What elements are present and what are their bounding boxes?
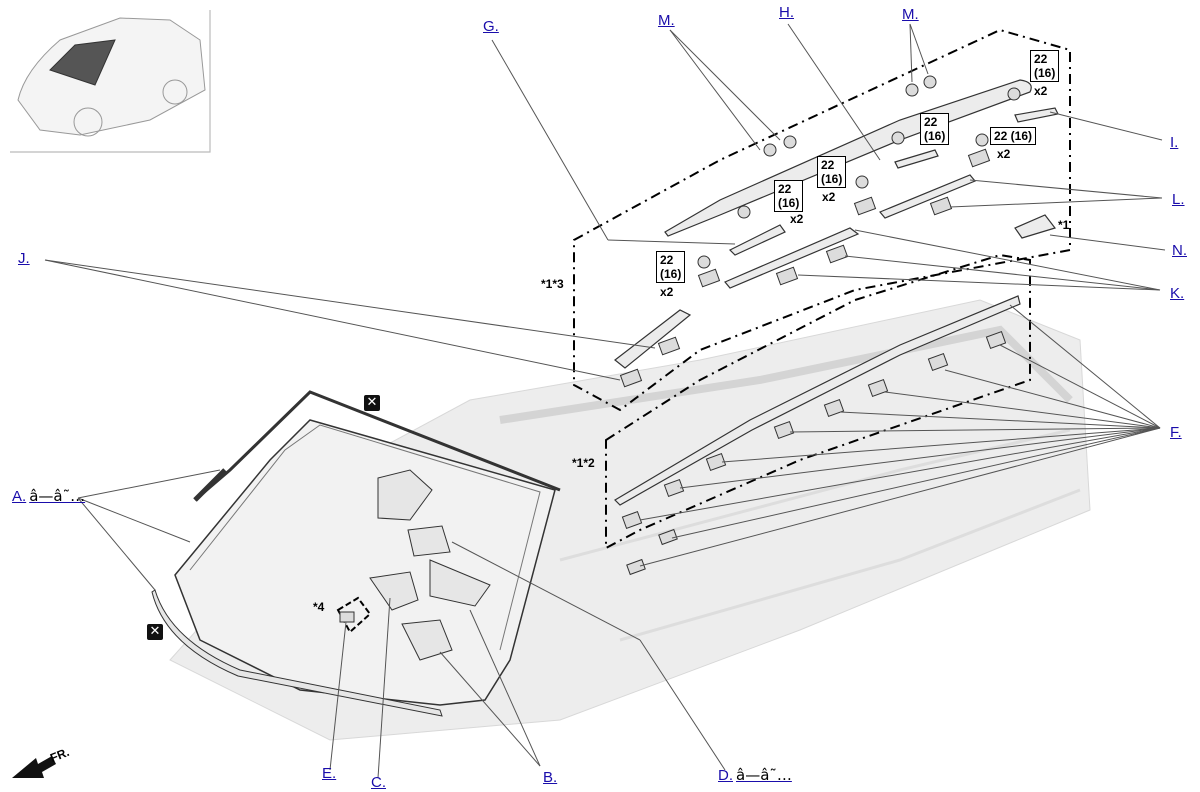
torque-box: 22 (16) — [774, 180, 804, 212]
vehicle-thumbnail — [10, 10, 211, 153]
label-e[interactable]: E. — [322, 765, 337, 782]
label-a-text[interactable]: A. — [12, 488, 27, 505]
note-1-2: *1*2 — [572, 456, 595, 470]
note-1-3: *1*3 — [541, 277, 564, 291]
label-j[interactable]: J. — [18, 250, 30, 267]
clips — [619, 75, 1021, 576]
group-outline-lower — [605, 253, 1031, 550]
torque-box: 22 (16) — [656, 251, 686, 283]
torque-box: 22 (16) — [817, 156, 847, 188]
quantity-label: x2 — [790, 212, 804, 226]
label-a-suffix: â—â˜… — [29, 487, 86, 505]
note-4: *4 — [313, 600, 325, 614]
quantity-label: x2 — [660, 285, 674, 299]
label-d-suffix: â—â˜… — [736, 766, 792, 784]
torque-box: 22 (16) — [920, 113, 950, 145]
label-c[interactable]: C. — [371, 774, 386, 791]
label-d-text[interactable]: D. — [718, 767, 733, 784]
label-k[interactable]: K. — [1170, 285, 1185, 302]
front-arrow-icon — [12, 756, 56, 778]
label-l[interactable]: L. — [1172, 191, 1185, 208]
torque-box: 22 (16) — [1030, 50, 1060, 82]
label-h[interactable]: H. — [779, 4, 794, 21]
label-b[interactable]: B. — [543, 769, 558, 786]
label-d[interactable]: D.â—â˜… — [718, 766, 792, 785]
quantity-label: x2 — [997, 147, 1011, 161]
label-a[interactable]: A.â—â˜… — [12, 487, 85, 506]
torque-box: 22 (16) — [990, 127, 1037, 145]
group-outline-upper — [573, 28, 1071, 412]
quantity-label: x2 — [822, 190, 836, 204]
label-m-left[interactable]: M. — [658, 12, 675, 29]
label-n[interactable]: N. — [1172, 242, 1187, 259]
quantity-label: x2 — [1034, 84, 1048, 98]
no-reuse-icon: ✕ — [364, 395, 380, 411]
windshield — [151, 390, 561, 717]
label-i[interactable]: I. — [1170, 134, 1179, 151]
note-1: *1 — [1058, 218, 1070, 232]
label-m-right[interactable]: M. — [902, 6, 919, 23]
leader-lines — [44, 23, 1166, 779]
label-g[interactable]: G. — [483, 18, 499, 35]
no-reuse-icon: ✕ — [147, 624, 163, 640]
label-f[interactable]: F. — [1170, 424, 1182, 441]
